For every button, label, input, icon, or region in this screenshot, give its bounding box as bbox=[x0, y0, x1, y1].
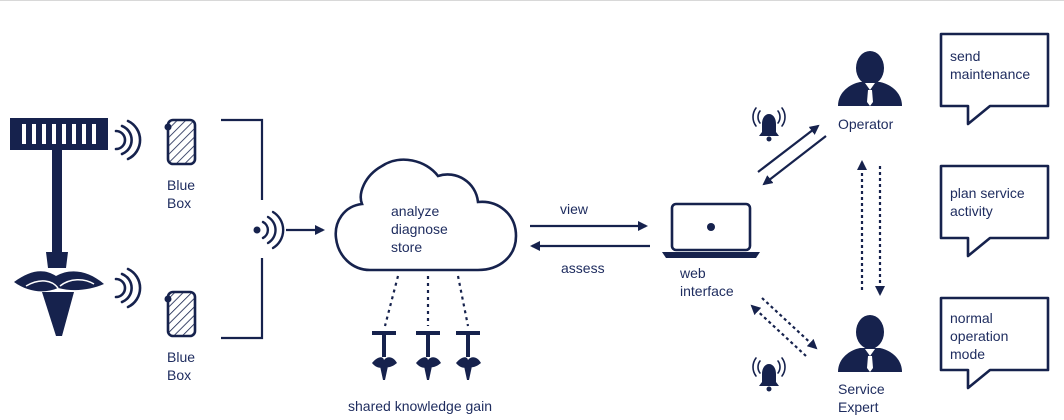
bubble-normal-line2: operation bbox=[950, 328, 1009, 344]
top-border bbox=[0, 0, 1064, 1]
blue-box-label-top: Blue Box bbox=[167, 176, 195, 212]
cloud-label-line1: analyze bbox=[391, 203, 440, 219]
blue-box-label-line1: Blue bbox=[167, 349, 196, 365]
assess-label: assess bbox=[561, 260, 605, 276]
service-expert-label: Service Expert bbox=[838, 380, 885, 416]
blue-box-label-line2: Box bbox=[167, 367, 192, 383]
web-interface-line2: interface bbox=[680, 283, 734, 299]
bell-icon bbox=[752, 107, 786, 142]
wireless-icon bbox=[253, 210, 285, 250]
knowledge-links bbox=[383, 275, 470, 327]
operator-label: Operator bbox=[838, 116, 894, 132]
person-icon bbox=[838, 51, 902, 106]
turbine-icon bbox=[10, 118, 108, 336]
blue-box-label-bottom: Blue Box bbox=[167, 348, 195, 384]
bubble-maintenance-line2: maintenance bbox=[950, 66, 1031, 82]
operator-arrow bbox=[762, 135, 827, 186]
bubble-service-line1: plan service bbox=[950, 185, 1025, 201]
person-icon bbox=[838, 315, 902, 372]
service-expert-line2: Expert bbox=[838, 399, 879, 415]
bubble-normal-text: normal operation mode bbox=[950, 309, 1008, 363]
blue-box-icon bbox=[164, 118, 197, 166]
web-interface-label: web interface bbox=[680, 264, 734, 300]
bubble-maintenance-text: send maintenance bbox=[950, 47, 1030, 83]
cloud-label-line2: diagnose bbox=[391, 221, 448, 237]
blue-box-label-line1: Blue bbox=[167, 177, 196, 193]
bubble-service-text: plan service activity bbox=[950, 184, 1025, 220]
blue-box-label-line2: Box bbox=[167, 195, 192, 211]
bubble-normal-line3: mode bbox=[950, 346, 986, 362]
expert-arrow bbox=[750, 304, 807, 357]
cloud-label-line3: store bbox=[391, 239, 423, 255]
shared-knowledge-label: shared knowledge gain bbox=[348, 398, 492, 414]
web-interface-line1: web bbox=[680, 265, 706, 281]
propeller-icon bbox=[416, 331, 441, 380]
bell-icon bbox=[752, 357, 786, 392]
bubble-maintenance-line1: send bbox=[950, 48, 981, 64]
propeller-icon bbox=[456, 331, 481, 380]
laptop-icon bbox=[662, 202, 760, 258]
operator-arrow bbox=[757, 124, 820, 173]
expert-arrow bbox=[761, 297, 818, 350]
cloud-icon bbox=[334, 158, 518, 272]
bubble-service-line2: activity bbox=[950, 203, 993, 219]
cloud-label: analyze diagnose store bbox=[391, 202, 448, 256]
bubble-normal-line1: normal bbox=[950, 310, 993, 326]
collector-bracket bbox=[221, 118, 264, 340]
blue-box-icon bbox=[164, 290, 197, 338]
view-label: view bbox=[560, 201, 589, 217]
propeller-icon bbox=[372, 331, 397, 380]
service-expert-line1: Service bbox=[838, 381, 885, 397]
wireless-icon bbox=[114, 119, 142, 161]
speech-bubble-icon bbox=[939, 296, 1050, 390]
speech-bubble-icon bbox=[939, 164, 1050, 258]
wireless-icon bbox=[114, 267, 142, 309]
speech-bubble-icon bbox=[939, 32, 1050, 126]
